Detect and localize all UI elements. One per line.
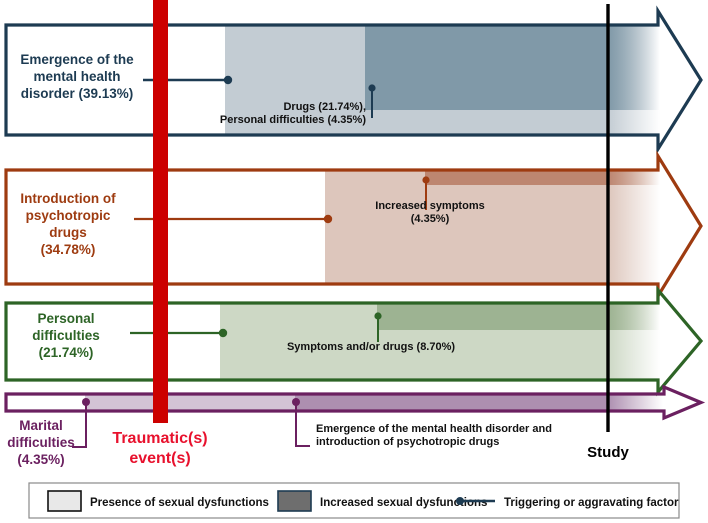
increased-band-fade-row4 [608,394,663,411]
annotation-leader-row4 [72,402,87,448]
traumatic-event-marker: Traumatic(s) event(s) [112,0,208,467]
increased-band-row3 [377,303,608,330]
row-label-row4-line3: (4.35%) [17,452,64,467]
increased-band-row2 [425,170,608,185]
legend: Presence of sexual dysfunctions Increase… [28,482,680,519]
row-label-row1-line1: Emergence of the [20,52,134,67]
traumatic-event-bar [153,0,168,423]
study-label: Study [587,444,629,461]
annotation-row1-line1: Drugs (21.74%), [283,101,366,113]
row-label-row3-line3: (21.74%) [39,345,94,360]
legend-box [28,482,680,519]
row-emergence-mental-health-disorder: Emergence of the mental health disorder … [4,5,703,155]
presence-band-fade-row2 [608,170,660,284]
annotation-row2-line1: Increased symptoms [375,200,484,212]
legend-trigger-dot-icon [456,497,464,505]
annotation-dot-row2 [422,176,430,184]
row-label-row2-line1: Introduction of [20,191,116,206]
row-label-row3-line2: difficulties [32,328,100,343]
increased-band-fade-row3 [608,303,660,330]
row-label-row2-line2: psychotropic [26,208,111,223]
row-introduction-psychotropic-drugs: Introduction of psychotropic drugs (34.7… [4,150,703,302]
annotation-row4-line2: introduction of psychotropic drugs [316,436,499,448]
legend-item-increased: Increased sexual dysfunctions [277,490,487,512]
legend-label-increased: Increased sexual dysfunctions [320,497,487,509]
arrow-outline-row1 [4,5,703,155]
legend-swatch-presence-icon [47,490,82,512]
annotation-dot-row3 [374,312,382,320]
row-label-row4-line1: Marital [19,418,63,433]
increased-band-fade-row1 [608,25,660,110]
traumatic-event-label-line2: event(s) [129,450,190,467]
trigger-dot-row3 [218,328,228,338]
trigger-dot-row2 [323,214,333,224]
annotation-row2-line2: (4.35%) [411,213,450,225]
trigger-dot-row1 [223,75,233,85]
annotation-leader2-row4 [295,402,310,447]
legend-swatch-increased-icon [277,490,312,512]
traumatic-event-label-line1: Traumatic(s) [112,430,207,447]
arrow-outline-row3 [4,285,704,397]
increased-band-fade-row2 [608,170,660,185]
row-label-row2-line4: (34.78%) [41,242,96,257]
increased-band-row1 [365,25,608,110]
row-label-row2-line3: drugs [49,225,87,240]
legend-item-presence: Presence of sexual dysfunctions [47,490,269,512]
study-marker: Study [587,4,629,461]
arrow-outline-row4 [4,384,706,421]
presence-band-row2 [325,170,608,284]
annotation-row3-line1: Symptoms and/or drugs (8.70%) [287,341,455,353]
row-label-row1-line2: mental health [33,69,120,84]
row-label-row1-line3: disorder (39.13%) [21,86,134,101]
annotation-row1-line2: Personal difficulties (4.35%) [220,114,366,126]
annotation-row4-line1: Emergence of the mental health disorder … [316,423,552,435]
legend-label-trigger: Triggering or aggravating factor [504,497,679,509]
annotation-dot-row1 [368,84,376,92]
row-label-row3-line1: Personal [37,311,94,326]
legend-label-presence: Presence of sexual dysfunctions [90,497,269,509]
increased-band-row4 [295,394,608,411]
arrow-outline-row2 [4,150,703,302]
legend-item-trigger: Triggering or aggravating factor [456,497,679,509]
row-label-row4-line2: difficulties [7,435,75,450]
row-marital-difficulties: Marital difficulties (4.35%) Emergence o… [4,384,706,467]
row-personal-difficulties: Personal difficulties (21.74%) Symptoms … [4,285,704,397]
